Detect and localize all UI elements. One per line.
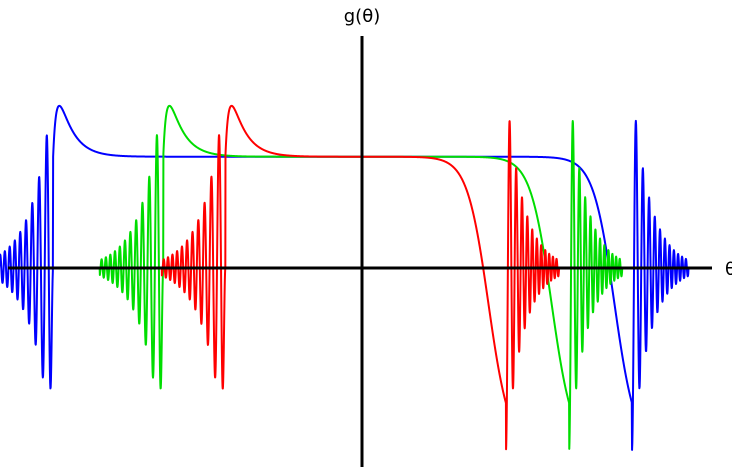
x-axis-label: θ	[725, 259, 732, 280]
series-line-3	[157, 104, 564, 451]
series-layer	[0, 104, 693, 451]
y-axis-label: g(θ)	[344, 6, 380, 27]
